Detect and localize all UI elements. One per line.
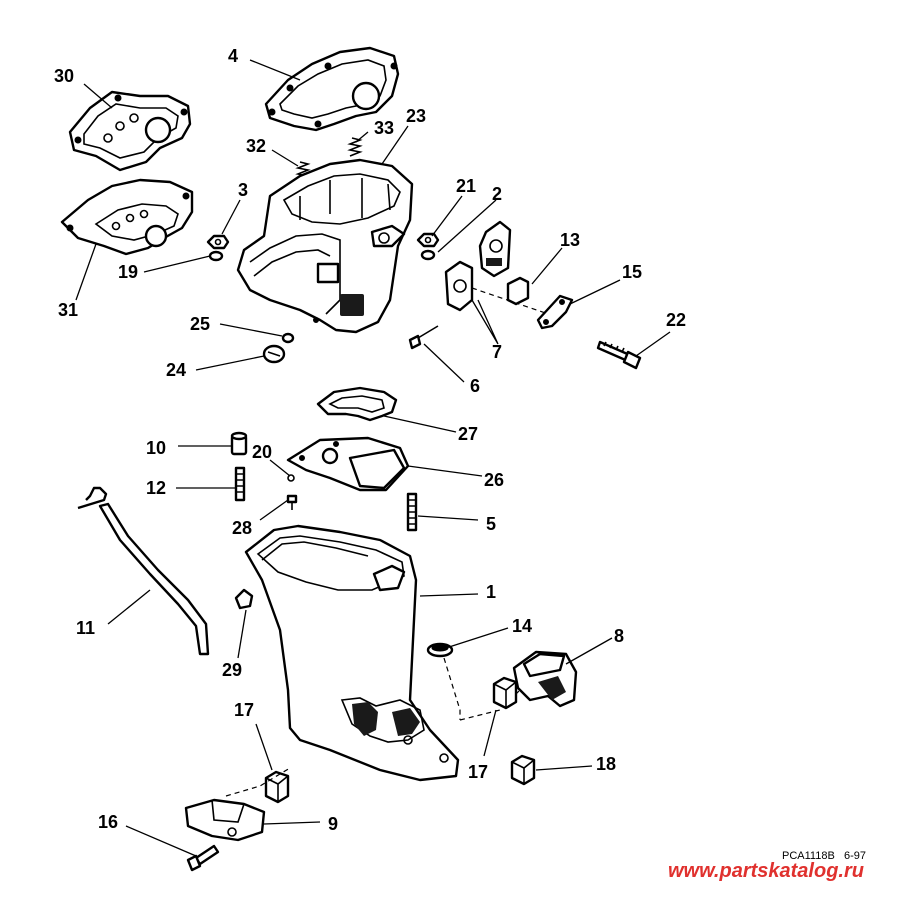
callout-14: 14: [512, 616, 532, 636]
callout-27: 27: [458, 424, 478, 444]
callout-24: 24: [166, 360, 186, 380]
part-15-plate: [536, 294, 574, 330]
watermark-link[interactable]: www.partskatalog.ru: [668, 860, 864, 882]
callout-2: 2: [492, 184, 502, 204]
figure-code-label: PCA1118B 6-97: [782, 850, 866, 862]
part-2-washer: [420, 249, 436, 261]
part-4-gasket: [264, 46, 400, 132]
part-23-adapter-housing: [236, 158, 414, 334]
assembly-line-17: [225, 767, 291, 797]
date-code: 6-97: [843, 850, 866, 862]
part-28-screw: [286, 494, 298, 510]
callout-13: 13: [560, 230, 580, 250]
part-22-bolt: [596, 340, 642, 370]
figure-code: PCA1118B: [782, 850, 835, 862]
callout-17-right: 17: [468, 762, 488, 782]
callout-21: 21: [456, 176, 476, 196]
callout-31: 31: [58, 300, 78, 320]
callout-19: 19: [118, 262, 138, 282]
callout-5: 5: [486, 514, 496, 534]
part-24-plug: [262, 344, 286, 364]
part-17-mount-left: [264, 770, 290, 804]
part-9-lower-bracket: [184, 798, 266, 842]
part-13-pad: [506, 276, 530, 306]
callout-3: 3: [238, 180, 248, 200]
leader-lines: [75, 59, 671, 857]
part-5-stud: [406, 492, 418, 532]
part-8-mount-bracket: [512, 650, 578, 708]
callout-29: 29: [222, 660, 242, 680]
part-20-o-ring: [287, 474, 295, 482]
part-11-water-tube: [77, 486, 210, 656]
callout-32: 32: [246, 136, 266, 156]
callout-18: 18: [596, 754, 616, 774]
part-16-bolt: [186, 844, 220, 872]
part-33-spring: [347, 137, 363, 157]
part-12-stud: [234, 466, 246, 502]
callout-30: 30: [54, 66, 74, 86]
callout-12: 12: [146, 478, 166, 498]
part-29-grommet: [234, 588, 254, 610]
part-10-bushing: [230, 431, 248, 456]
part-30-gasket: [68, 90, 192, 172]
callout-6: 6: [470, 376, 480, 396]
callout-23: 23: [406, 106, 426, 126]
part-31-plate: [60, 178, 194, 256]
part-14-pad: [426, 642, 454, 658]
callout-8: 8: [614, 626, 624, 646]
callout-33: 33: [374, 118, 394, 138]
part-19-washer: [208, 250, 224, 262]
assembly-line-8: [459, 689, 521, 721]
callout-labels: 30 4 23 33 32 3 21 2 13 15 19 31 22 25 7…: [54, 46, 686, 834]
callout-11: 11: [76, 618, 95, 638]
callout-20: 20: [252, 442, 272, 462]
part-7-bracket-lower: [444, 260, 474, 312]
callout-22: 22: [666, 310, 686, 330]
part-21-nut: [416, 232, 440, 248]
part-25-washer: [281, 332, 295, 344]
part-3-nut: [206, 234, 230, 250]
part-17-mount-right: [492, 676, 518, 710]
part-6-screw: [408, 325, 439, 350]
part-1-exhaust-housing: [244, 524, 460, 782]
callout-1: 1: [486, 582, 496, 602]
part-27-gasket: [316, 386, 398, 422]
callout-9: 9: [328, 814, 338, 834]
part-26-plate: [286, 436, 410, 492]
callout-26: 26: [484, 470, 504, 490]
callout-4: 4: [228, 46, 238, 66]
callout-25: 25: [190, 314, 210, 334]
part-7-bracket-upper: [478, 220, 512, 278]
assembly-line-14: [443, 657, 461, 720]
callout-15: 15: [622, 262, 642, 282]
callout-16: 16: [98, 812, 118, 832]
callout-10: 10: [146, 438, 166, 458]
callout-17-left: 17: [234, 700, 254, 720]
part-18-mount: [510, 754, 536, 786]
callout-28: 28: [232, 518, 252, 538]
callout-7: 7: [492, 342, 502, 362]
